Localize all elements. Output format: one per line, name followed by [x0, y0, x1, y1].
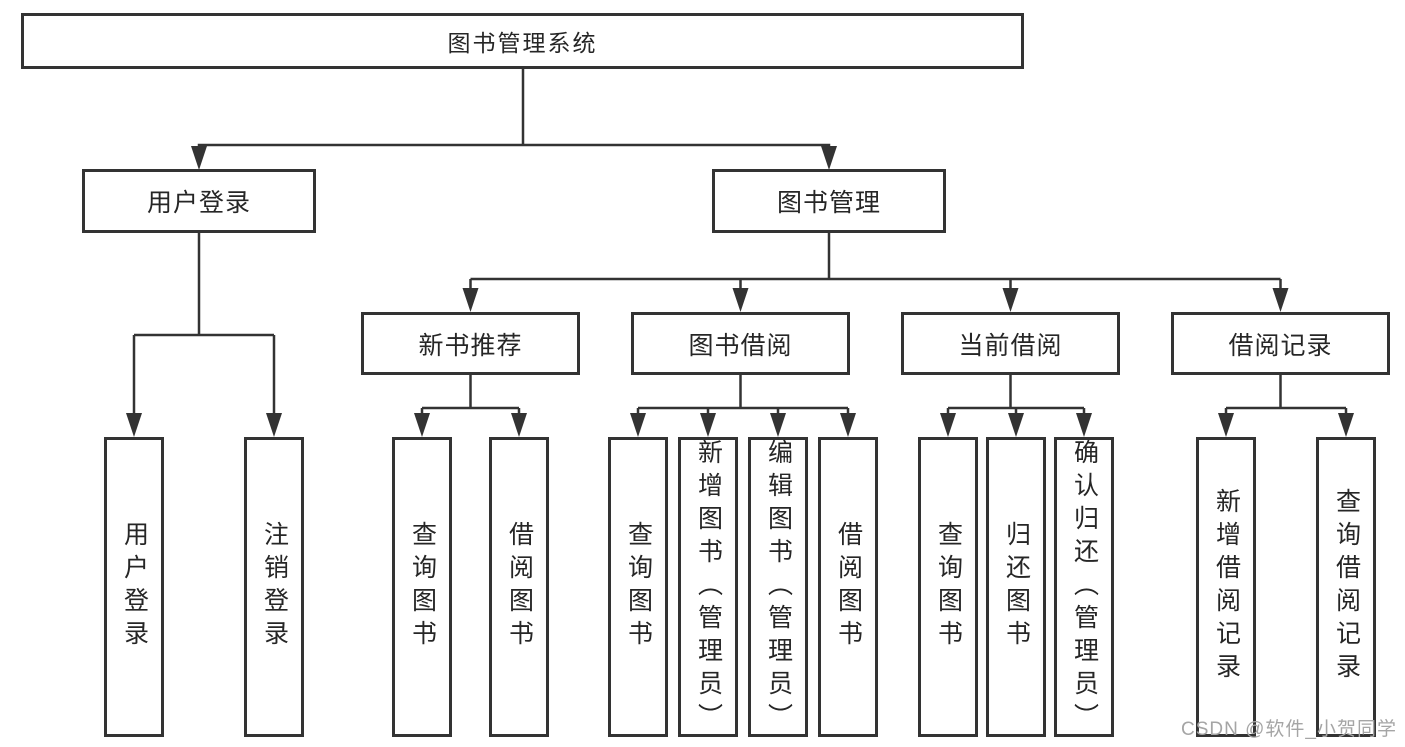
arrow-down-icon: [126, 413, 142, 437]
node-new-book-recommend: 新书推荐: [361, 312, 580, 375]
leaf-label: 借阅图书: [834, 521, 863, 653]
arrow-down-icon: [1008, 413, 1024, 437]
leaf-borrow-books-2: 借阅图书: [818, 437, 878, 737]
leaf-confirm-return-admin: 确认归还（管理员）: [1054, 437, 1114, 737]
leaf-query-books-2: 查询图书: [608, 437, 668, 737]
leaf-label: 新增图书（管理员）: [694, 438, 723, 736]
node-current-borrowing: 当前借阅: [901, 312, 1120, 375]
leaf-user-login: 用户登录: [104, 437, 164, 737]
leaf-query-borrow-record: 查询借阅记录: [1316, 437, 1376, 737]
leaf-query-books-3: 查询图书: [918, 437, 978, 737]
node-label: 当前借阅: [958, 331, 1063, 360]
leaf-label: 用户登录: [120, 521, 149, 653]
node-label: 图书借阅: [688, 331, 793, 360]
leaf-label: 确认归还（管理员）: [1070, 438, 1099, 736]
arrow-down-icon: [1272, 288, 1289, 312]
node-user-login: 用户登录: [82, 169, 316, 233]
arrow-down-icon: [266, 413, 282, 437]
node-label: 用户登录: [146, 189, 251, 217]
node-root: 图书管理系统: [21, 13, 1024, 69]
node-label: 图书管理: [776, 189, 881, 217]
watermark-csdn: CSDN @软件_小贺同学: [1181, 719, 1397, 740]
arrow-down-icon: [414, 413, 430, 437]
arrow-down-icon: [1218, 413, 1234, 437]
node-label: 借阅记录: [1228, 331, 1333, 360]
arrow-down-icon: [700, 413, 716, 437]
arrow-down-icon: [732, 288, 749, 312]
leaf-label: 借阅图书: [505, 521, 534, 653]
arrow-down-icon: [462, 288, 479, 312]
leaf-logout: 注销登录: [244, 437, 304, 737]
leaf-label: 新增借阅记录: [1212, 488, 1241, 686]
leaf-label: 查询图书: [624, 521, 653, 653]
leaf-return-book: 归还图书: [986, 437, 1046, 737]
arrow-down-icon: [1338, 413, 1354, 437]
node-label: 新书推荐: [418, 331, 523, 360]
leaf-label: 查询图书: [408, 521, 437, 653]
arrow-down-icon: [940, 413, 956, 437]
leaf-edit-book-admin: 编辑图书（管理员）: [748, 437, 808, 737]
leaf-borrow-books-1: 借阅图书: [489, 437, 549, 737]
leaf-label: 编辑图书（管理员）: [764, 438, 793, 736]
arrow-down-icon: [511, 413, 527, 437]
leaf-query-books-1: 查询图书: [392, 437, 452, 737]
arrow-down-icon: [191, 146, 207, 170]
leaf-label: 查询图书: [934, 521, 963, 653]
leaf-add-borrow-record: 新增借阅记录: [1196, 437, 1256, 737]
arrow-down-icon: [1002, 288, 1019, 312]
leaf-add-book-admin: 新增图书（管理员）: [678, 437, 738, 737]
arrow-down-icon: [770, 413, 786, 437]
arrow-down-icon: [630, 413, 646, 437]
node-borrow-records: 借阅记录: [1171, 312, 1390, 375]
node-book-management: 图书管理: [712, 169, 946, 233]
node-root-label: 图书管理系统: [447, 30, 598, 56]
arrow-down-icon: [1076, 413, 1092, 437]
arrow-down-icon: [840, 413, 856, 437]
leaf-label: 归还图书: [1002, 521, 1031, 653]
leaf-label: 查询借阅记录: [1332, 488, 1361, 686]
leaf-label: 注销登录: [260, 521, 289, 653]
arrow-down-icon: [821, 146, 837, 170]
node-book-borrowing: 图书借阅: [631, 312, 850, 375]
